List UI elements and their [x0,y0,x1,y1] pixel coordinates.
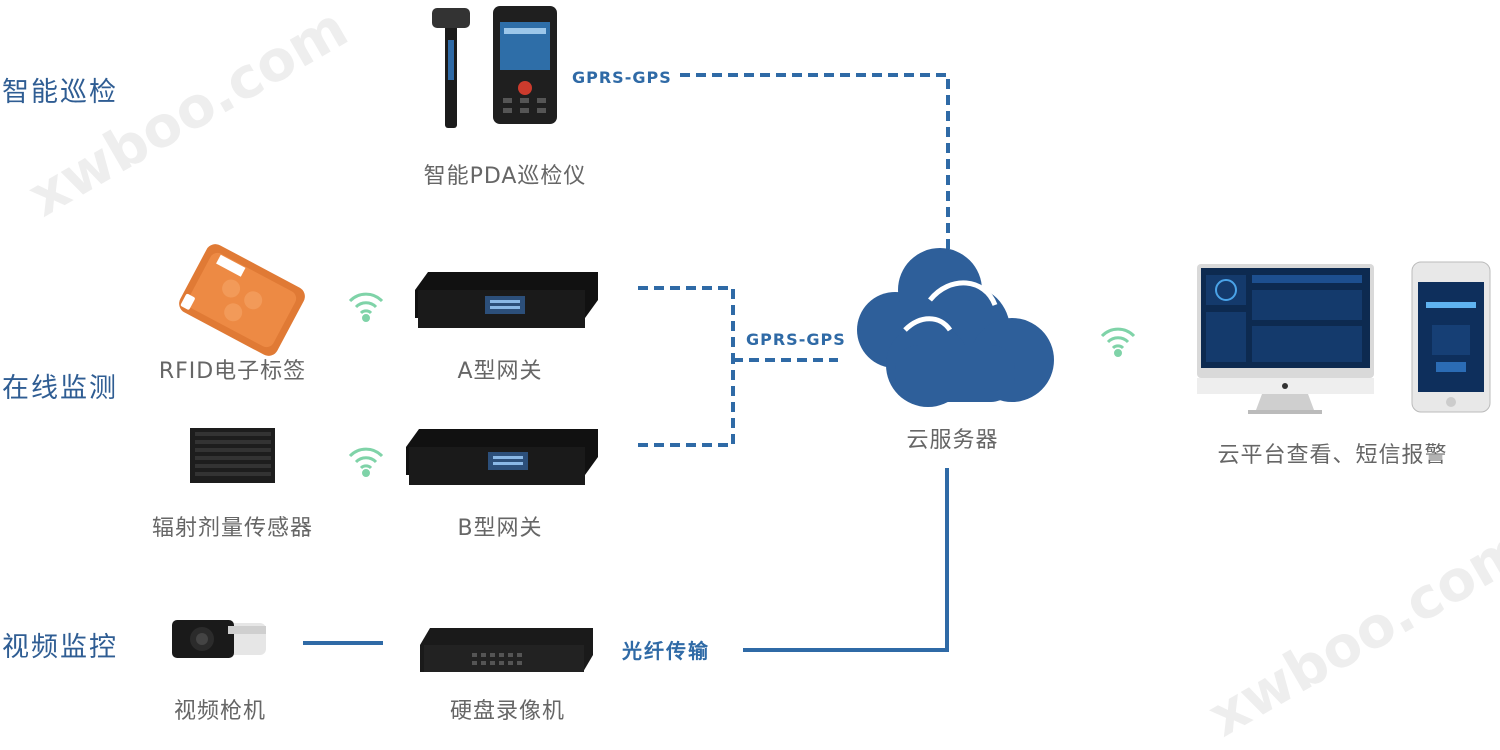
gateway-b-label: B型网关 [457,516,543,541]
gateway-b-icon [406,429,598,485]
phone-icon [1411,261,1491,413]
gateway-a-label: A型网关 [457,359,543,384]
link-gateway-b [638,360,735,447]
nvr-icon [420,628,593,672]
category-online: 在线监测 [2,373,118,404]
monitor-icon [1197,264,1374,414]
nvr-label: 硬盘录像机 [449,699,565,724]
cloud-label: 云服务器 [906,428,999,453]
platform-label: 云平台查看、短信报警 [1217,443,1448,468]
pda-device-icon [432,6,557,128]
link-label-gprs-mid: GPRS-GPS [746,330,846,349]
link-pda-cloud [680,73,950,255]
pda-label: 智能PDA巡检仪 [423,164,587,189]
camera-label: 视频枪机 [173,699,266,724]
rfid-label: RFID电子标签 [158,359,307,384]
category-video: 视频监控 [2,632,118,663]
link-label-gprs-top: GPRS-GPS [572,68,672,87]
sensor-label: 辐射剂量传感器 [151,516,313,541]
camera-icon [172,620,266,658]
cloud-icon [857,248,1054,407]
radiation-sensor-icon [190,428,275,483]
connection-lines [172,6,1491,672]
gateway-a-icon [415,272,598,328]
link-label-fiber: 光纤传输 [622,639,710,663]
wifi-icon [348,292,384,322]
rfid-tag-icon [179,244,305,356]
link-gateway-a [638,286,735,360]
wifi-icon [1100,327,1136,357]
link-fiber [743,468,949,652]
wifi-icon [348,447,384,477]
category-patrol: 智能巡检 [2,77,118,108]
